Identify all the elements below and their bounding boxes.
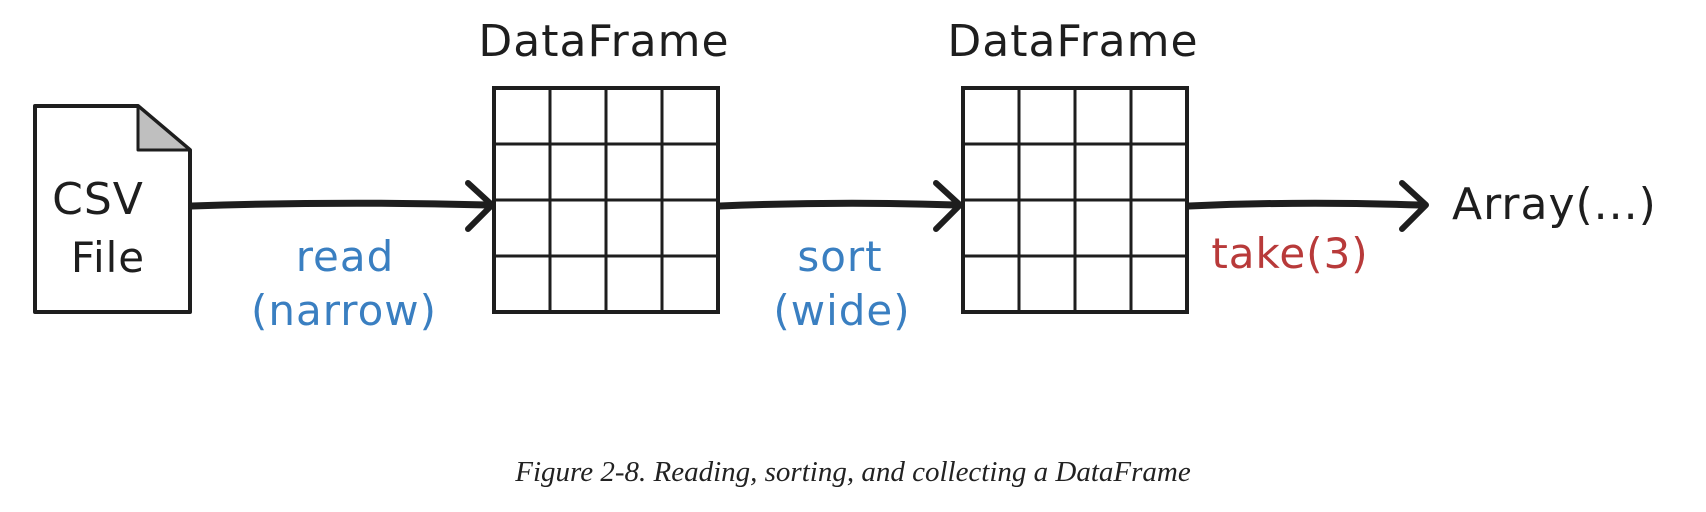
figure-caption-text: Reading, sorting, and collecting a DataF… [653,456,1191,488]
dataframe-node-1: DataFrame [478,16,729,314]
csv-file-label-line1: CSV [52,174,144,225]
arrow-line-read [188,199,492,210]
edge-read: read (narrow) [188,180,495,335]
figure-caption: Figure 2-8. Reading, sorting, and collec… [0,456,1706,489]
edge-take-label: take(3) [1211,229,1368,278]
edge-take: take(3) [1185,180,1429,278]
dataframe-grid-lines-2 [963,88,1187,312]
edge-read-sublabel: (narrow) [251,286,437,335]
dataframe-title-1: DataFrame [478,16,729,67]
edge-sort-label: sort [797,232,882,281]
edge-read-label: read [296,232,395,281]
csv-file-shape [33,104,192,314]
arrow-line-take [1185,199,1424,210]
dataframe-node-2: DataFrame [947,16,1198,314]
csv-file-label-line2: File [71,233,145,282]
dataframe-grid-lines-1 [494,88,718,312]
csv-file-node: CSV File [33,104,192,314]
dataframe-title-2: DataFrame [947,16,1198,67]
page-fold-icon [136,104,192,152]
arrow-head-sort [933,180,963,232]
figure-number: Figure 2-8. [515,456,647,488]
arrow-head-take [1399,180,1429,232]
arrow-head-read [465,180,495,232]
edge-sort-sublabel: (wide) [773,286,910,335]
edge-sort: sort (wide) [716,180,963,335]
arrow-line-sort [716,199,960,210]
result-array-label: Array(...) [1452,179,1657,230]
